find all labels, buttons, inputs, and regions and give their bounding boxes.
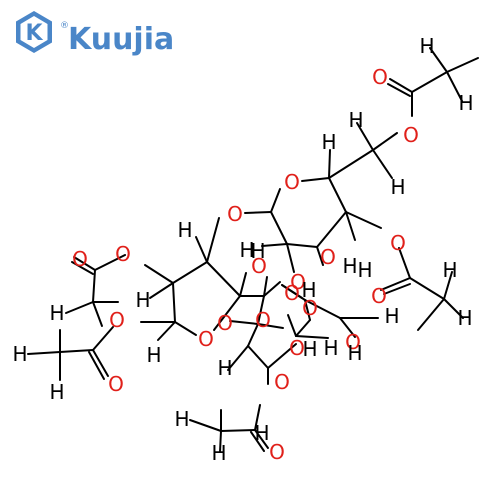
hydrogen-atom-label: H bbox=[357, 258, 372, 282]
oxygen-atom-label: O bbox=[284, 170, 300, 194]
oxygen-atom-label: O bbox=[290, 270, 306, 294]
oxygen-atom-label: O bbox=[390, 231, 406, 255]
hydrogen-atom-label: H bbox=[321, 130, 336, 154]
oxygen-atom-label: O bbox=[284, 281, 300, 305]
logo-letter: K bbox=[25, 21, 43, 46]
oxygen-atom-label: O bbox=[345, 330, 361, 354]
hydrogen-atom-label: H bbox=[254, 421, 269, 445]
oxygen-atom-label: O bbox=[217, 311, 233, 335]
hydrogen-atom-label: H bbox=[419, 34, 434, 58]
oxygen-atom-label: O bbox=[372, 65, 388, 89]
brand-logo: K ® Kuujia bbox=[10, 10, 174, 60]
oxygen-atom-label: O bbox=[320, 245, 336, 269]
oxygen-atom-label: O bbox=[255, 308, 271, 332]
hydrogen-atom-label: H bbox=[442, 258, 457, 282]
hydrogen-atom-label: H bbox=[177, 218, 192, 242]
oxygen-atom-label: O bbox=[108, 372, 124, 396]
hydrogen-atom-label: H bbox=[348, 108, 363, 132]
hydrogen-atom-label: H bbox=[217, 356, 232, 380]
oxygen-atom-label: O bbox=[109, 308, 125, 332]
oxygen-atom-label: O bbox=[198, 327, 214, 351]
hydrogen-atom-label: H bbox=[301, 278, 316, 302]
hydrogen-atom-label: H bbox=[211, 441, 226, 465]
hydrogen-atom-label: H bbox=[250, 239, 265, 263]
oxygen-atom-label: O bbox=[227, 202, 243, 226]
oxygen-atom-label: O bbox=[302, 296, 318, 320]
hydrogen-atom-label: H bbox=[384, 304, 399, 328]
registered-mark: ® bbox=[60, 21, 69, 31]
hydrogen-atom-label: H bbox=[239, 238, 254, 262]
hydrogen-atom-label: H bbox=[12, 342, 27, 366]
kuujia-logo-icon: K bbox=[16, 11, 52, 53]
oxygen-atom-label: O bbox=[72, 247, 88, 271]
oxygen-atom-label: O bbox=[251, 254, 267, 278]
oxygen-atom-label: O bbox=[289, 336, 305, 360]
hydrogen-atom-label: H bbox=[174, 407, 189, 431]
hydrogen-atom-label: H bbox=[458, 91, 473, 115]
hydrogen-atom-label: H bbox=[302, 337, 317, 361]
oxygen-atom-label: O bbox=[371, 284, 387, 308]
oxygen-atom-label: O bbox=[403, 123, 419, 147]
hydrogen-atom-label: H bbox=[49, 301, 64, 325]
hydrogen-atom-label: H bbox=[146, 343, 161, 367]
oxygen-atom-label: O bbox=[115, 242, 131, 266]
bond-lines bbox=[27, 47, 479, 453]
oxygen-atom-label: O bbox=[274, 370, 290, 394]
hydrogen-atom-label: H bbox=[135, 288, 150, 312]
hydrogen-atom-label: H bbox=[323, 336, 338, 360]
hydrogen-atom-label: H bbox=[390, 175, 405, 199]
hydrogen-atom-label: H bbox=[457, 306, 472, 330]
hydrogen-atom-label: H bbox=[347, 341, 362, 365]
hydrogen-atom-label: H bbox=[49, 380, 64, 404]
brand-name: Kuujia bbox=[68, 22, 175, 57]
oxygen-atom-label: O bbox=[269, 440, 285, 464]
hydrogen-atom-label: H bbox=[342, 254, 357, 278]
